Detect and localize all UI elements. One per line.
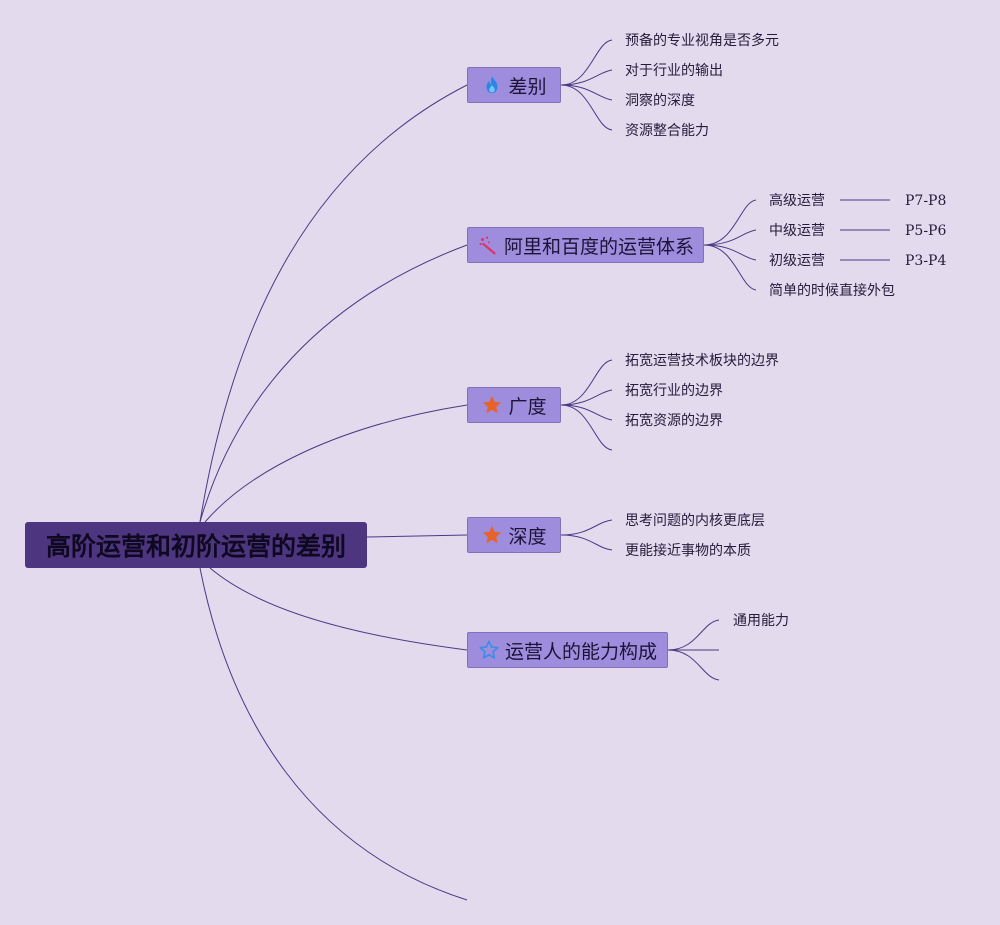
leaf-item[interactable]: 简单的时候直接外包 [769,283,895,299]
topic-differences[interactable]: 差别 [467,67,561,103]
connector-root-t1 [199,84,468,523]
root-topic-label: 高阶运营和初阶运营的差别 [45,532,346,561]
connector-t3-c2 [560,389,613,406]
level-tag[interactable]: P3-P4 [905,253,947,269]
magic-wand-icon [477,234,499,256]
connector-root-extra [199,567,468,901]
connector-t1-c4 [560,84,613,131]
leaf-item[interactable]: 更能接近事物的本质 [625,543,751,559]
leaf-item[interactable]: 通用能力 [733,613,789,629]
leaf-item[interactable]: 对于行业的输出 [625,63,723,79]
leaf-item[interactable]: 拓宽资源的边界 [625,413,723,429]
connector-t1-c3 [560,84,613,101]
connector-root-t5 [209,567,468,651]
leaf-item[interactable]: 资源整合能力 [625,123,709,139]
connector-t3-c1 [560,359,613,406]
connector-t1-c1 [560,39,613,86]
level-tag[interactable]: P5-P6 [905,223,947,239]
topic-label: 广度 [508,395,547,418]
leaf-item[interactable]: 高级运营 [769,193,825,209]
connector-t1-c2 [560,69,613,86]
topic-label: 差别 [508,75,547,98]
star-outline-icon [478,639,500,661]
topic-breadth[interactable]: 广度 [467,387,561,423]
connector-t2-c2 [703,229,757,246]
leaf-item[interactable]: 中级运营 [769,223,825,239]
leaf-item[interactable]: 拓宽行业的边界 [625,383,723,399]
leaf-item[interactable]: 初级运营 [769,253,825,269]
connector-t3-c4 [560,404,613,451]
connector-t4-c2 [560,534,613,551]
topic-depth[interactable]: 深度 [467,517,561,553]
topic-ali-baidu-system[interactable]: 阿里和百度的运营体系 [467,227,704,263]
flame-icon [481,74,503,96]
connector-root-t4 [366,534,468,538]
topic-ability-composition[interactable]: 运营人的能力构成 [467,632,668,668]
connector-root-t2 [199,244,468,523]
connector-t2-c3 [703,244,757,261]
root-topic[interactable]: 高阶运营和初阶运营的差别 [25,522,367,568]
connector-t4-c1 [560,519,613,536]
level-tag[interactable]: P7-P8 [905,193,947,209]
star-filled-icon [481,394,503,416]
leaf-item[interactable]: 预备的专业视角是否多元 [625,33,779,49]
connector-t3-c3 [560,404,613,421]
topic-label: 深度 [508,525,547,548]
connector-t5-c1 [667,619,720,651]
topic-label: 阿里和百度的运营体系 [503,235,694,258]
star-filled-icon [481,524,503,546]
connector-t2-c1 [703,199,757,246]
leaf-item[interactable]: 洞察的深度 [625,93,695,109]
leaf-item[interactable]: 拓宽运营技术板块的边界 [625,353,779,369]
topic-label: 运营人的能力构成 [504,640,657,663]
connector-t2-c4 [703,244,757,291]
leaf-item[interactable]: 思考问题的内核更底层 [625,513,765,529]
connector-t5-c3 [667,649,720,681]
connector-root-t3 [204,404,468,523]
